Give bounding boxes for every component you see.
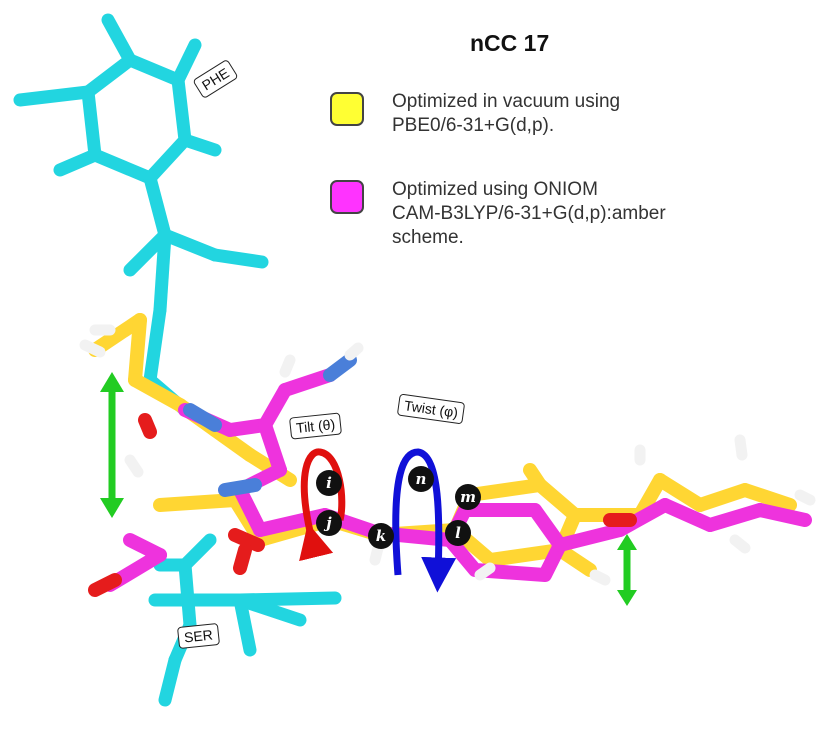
- atom-label-n: n: [408, 466, 434, 492]
- atom-label-i: i: [316, 470, 342, 496]
- vacuum-structure: [88, 313, 797, 577]
- oniom-swatch: [330, 180, 364, 214]
- legend-line: PBE0/6-31+G(d,p).: [392, 115, 555, 136]
- vacuum-legend-text: Optimized in vacuum using PBE0/6-31+G(d,…: [392, 90, 620, 138]
- legend-line: Optimized in vacuum using: [392, 91, 621, 112]
- legend-line: CAM-B3LYP/6-31+G(d,p):amber: [392, 203, 666, 224]
- atom-label-m: m: [455, 484, 481, 510]
- oniom-legend-text: Optimized using ONIOM CAM-B3LYP/6-31+G(d…: [392, 178, 666, 250]
- phe-ring: [81, 53, 192, 185]
- vacuum-swatch: [330, 92, 364, 126]
- legend-item-vacuum: Optimized in vacuum using PBE0/6-31+G(d,…: [330, 90, 620, 138]
- atom-label-k: k: [368, 523, 394, 549]
- hydrogens: [79, 324, 816, 586]
- atom-label-l: l: [445, 520, 471, 546]
- shift-arrows: [100, 372, 637, 606]
- figure-title: nCC 17: [470, 30, 550, 56]
- legend-item-oniom: Optimized using ONIOM CAM-B3LYP/6-31+G(d…: [330, 178, 666, 250]
- ser-label: SER: [176, 622, 220, 650]
- atom-label-j: j: [316, 510, 342, 536]
- tilt-arrow: [299, 448, 346, 562]
- heteroatoms: [88, 353, 637, 597]
- twist-arrow: [392, 448, 457, 593]
- legend-line: scheme.: [392, 227, 464, 248]
- legend-line: Optimized using ONIOM: [392, 179, 598, 200]
